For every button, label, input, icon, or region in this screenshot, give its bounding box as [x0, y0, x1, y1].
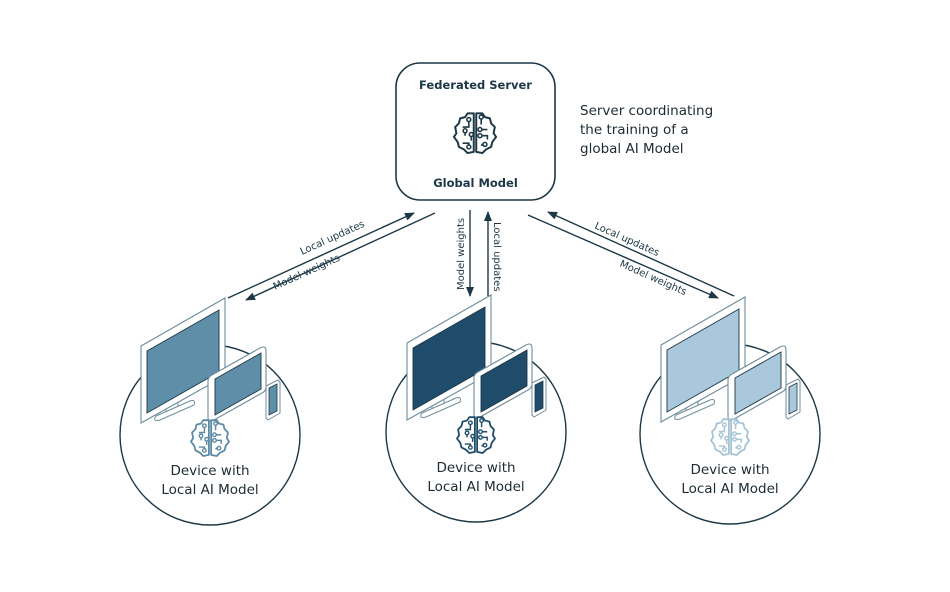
- device-label-line-2: Local AI Model: [427, 479, 524, 495]
- phone-icon: [531, 376, 547, 418]
- arrow-local-updates-left: [227, 212, 415, 299]
- server-subtitle: Global Model: [433, 176, 518, 190]
- device-label-line-1: Device with: [436, 460, 515, 476]
- arrow-model-weights-left: [245, 212, 436, 301]
- arrow-local-updates-right: [547, 211, 735, 297]
- tablet-screen: [734, 351, 782, 415]
- label-local-updates-left: Local updates: [299, 219, 367, 258]
- tablet-screen: [214, 352, 262, 416]
- phone-screen: [534, 380, 544, 413]
- server-description: Server coordinating the training of a gl…: [580, 103, 713, 157]
- phone-screen: [268, 383, 278, 416]
- device-label-line-1: Device with: [690, 462, 769, 478]
- link-center: Model weights Local updates: [456, 210, 502, 297]
- label-model-weights-right: Model weights: [618, 259, 688, 298]
- phone-icon: [785, 378, 801, 420]
- phone-screen: [788, 382, 798, 415]
- label-local-updates-center: Local updates: [491, 222, 502, 292]
- server-title: Federated Server: [419, 78, 532, 92]
- federated-server-node: Federated Server Global Model: [395, 62, 556, 201]
- server-description-line-3: global AI Model: [580, 141, 684, 157]
- link-left: Local updates Model weights: [227, 212, 436, 301]
- tablet-icon: [473, 343, 533, 419]
- server-description-line-1: Server coordinating: [580, 103, 713, 119]
- server-description-line-2: the training of a: [580, 122, 689, 138]
- phone-icon: [265, 379, 281, 421]
- label-local-updates-right: Local updates: [593, 221, 661, 259]
- tablet-icon: [727, 345, 787, 421]
- device-label-line-2: Local AI Model: [161, 482, 258, 498]
- tablet-icon: [207, 346, 267, 422]
- label-model-weights-center: Model weights: [456, 218, 467, 290]
- device-label-line-2: Local AI Model: [681, 481, 778, 497]
- tablet-screen: [480, 349, 528, 413]
- link-right: Local updates Model weights: [527, 211, 735, 299]
- device-label-line-1: Device with: [170, 463, 249, 479]
- arrow-model-weights-right: [527, 214, 719, 299]
